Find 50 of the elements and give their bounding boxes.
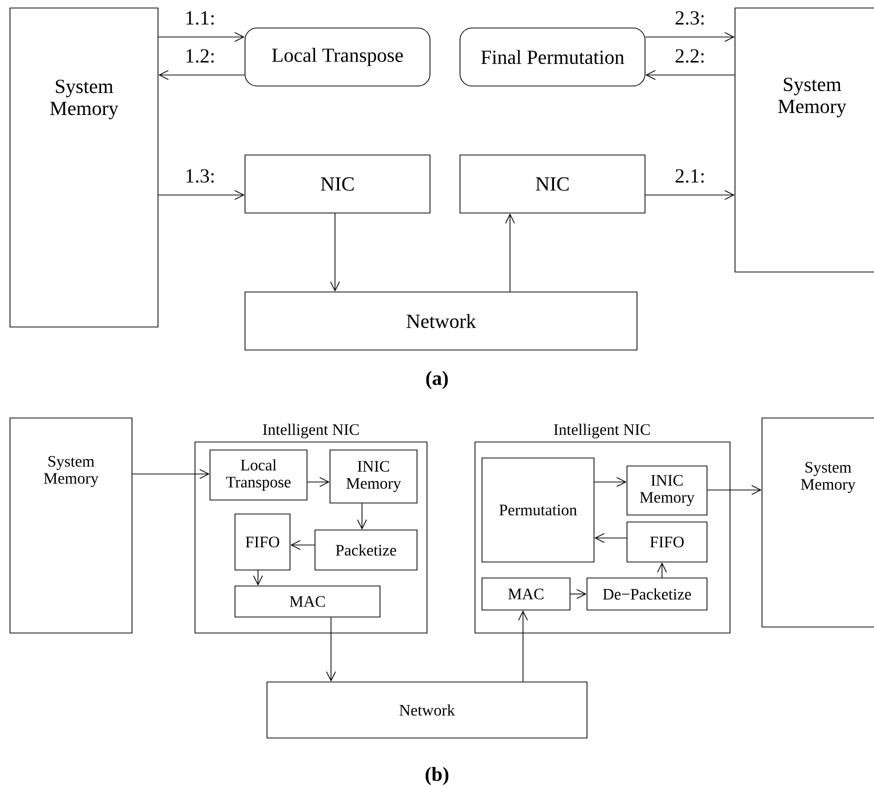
process-box: Permutation [482, 458, 594, 562]
arrow [290, 540, 315, 550]
process-box: Network [244, 292, 638, 350]
process-box: MAC [482, 578, 570, 610]
edge-label: 2.1: [676, 169, 704, 183]
process-box: INIC Memory [330, 450, 418, 504]
arrow [326, 617, 336, 682]
edge-label: 2.3: [676, 11, 704, 25]
arrow [645, 70, 735, 80]
arrow [307, 477, 330, 487]
arrow [570, 589, 587, 599]
process-box: Packetize [314, 530, 418, 570]
edge-label: 1.3: [186, 169, 214, 183]
arrow [594, 533, 627, 543]
arrow [132, 469, 210, 479]
subfigure-label: (a) [426, 370, 448, 390]
box-title: Intelligent NIC [262, 424, 359, 438]
rounded-box: Final Permutation [460, 28, 646, 86]
process-box: System Memory [10, 418, 132, 634]
memory-box: System Memory [762, 418, 874, 628]
process-box: NIC [460, 154, 646, 214]
edge-label: 1.1: [186, 11, 214, 25]
arrow [594, 477, 627, 487]
process-box: FIFO [626, 522, 708, 562]
arrow [518, 610, 528, 682]
process-box: System Memory [10, 8, 158, 328]
process-box: NIC [244, 154, 430, 214]
edge-label: 1.2: [186, 49, 214, 63]
arrow [505, 213, 515, 292]
arrow [645, 32, 735, 42]
subfigure-label: (b) [426, 766, 448, 786]
rounded-box: Local Transpose [244, 28, 430, 86]
process-box: MAC [234, 586, 380, 618]
process-box: Network [266, 682, 588, 738]
process-box: Local Transpose [210, 450, 308, 500]
box-title: Intelligent NIC [554, 424, 650, 438]
memory-box: System Memory [734, 8, 874, 272]
arrow [330, 213, 340, 292]
arrow [657, 562, 667, 578]
arrow [357, 503, 367, 530]
process-box: INIC Memory [626, 466, 708, 516]
arrow [158, 70, 245, 80]
arrow [645, 190, 735, 200]
arrow [253, 570, 263, 586]
process-box: FIFO [234, 514, 290, 570]
process-box: De−Packetize [586, 578, 708, 610]
arrow [707, 485, 762, 495]
arrow [158, 32, 245, 42]
edge-label: 2.2: [676, 49, 704, 63]
arrow [158, 190, 245, 200]
